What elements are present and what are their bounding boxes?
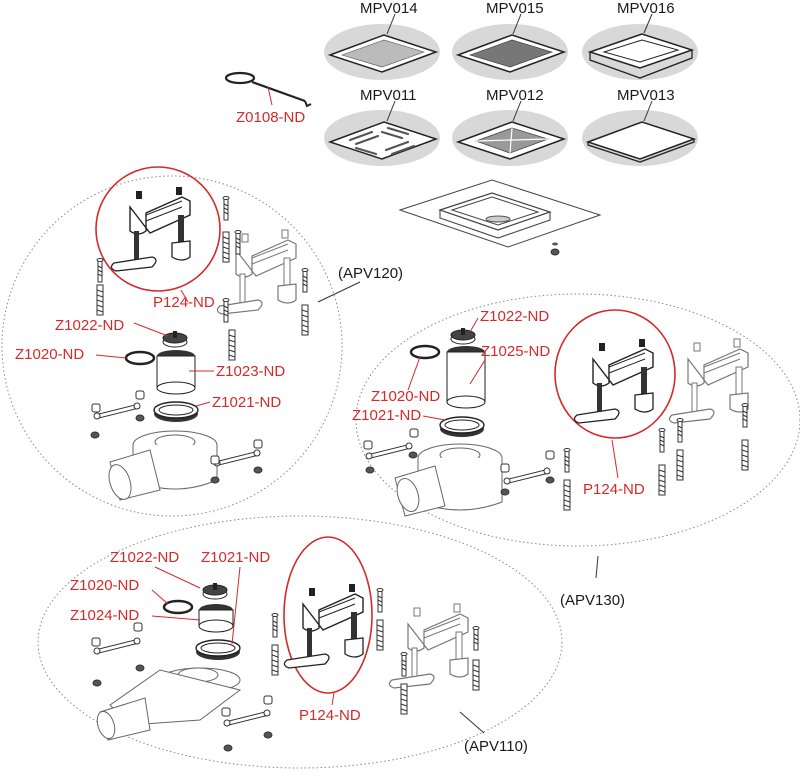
label-mpv016: MPV016 xyxy=(617,0,675,17)
cap-z1022 xyxy=(202,582,228,600)
grate-mpv015 xyxy=(452,13,568,80)
label-mpv012: MPV012 xyxy=(486,87,544,104)
group-apv120 xyxy=(1,166,361,517)
bracket-highlight-circle xyxy=(554,309,676,439)
drain-body-apv120 xyxy=(108,430,218,501)
label-apv110-cap: Z1022-ND xyxy=(110,549,179,566)
bracket-highlight-circle xyxy=(95,166,221,292)
drain-body-apv110 xyxy=(96,667,242,741)
grate-hole-pattern xyxy=(341,39,425,68)
oring-z1020 xyxy=(124,350,156,366)
group-apv110 xyxy=(37,515,563,769)
label-apv110-seal: Z1021-ND xyxy=(201,549,270,566)
label-apv120: (APV120) xyxy=(338,265,403,282)
group-apv130 xyxy=(355,293,800,579)
grate-mpv011 xyxy=(324,100,440,166)
label-apv110-oring: Z1020-ND xyxy=(70,577,139,594)
label-apv130-cap: Z1022-ND xyxy=(480,308,549,325)
label-apv130-bracket: P124-ND xyxy=(583,481,645,498)
drain-body-apv130 xyxy=(394,443,503,517)
label-key-z0108: Z0108-ND xyxy=(236,109,305,126)
bracket-p124-light xyxy=(668,338,749,424)
seal-z1021 xyxy=(195,639,241,661)
group-outline-apv110 xyxy=(37,515,563,769)
grate-plate-slots xyxy=(327,121,439,160)
group-outline-apv130 xyxy=(355,293,800,547)
bracket-p124-dark xyxy=(110,186,191,272)
label-apv130-insert: Z1025-ND xyxy=(481,343,550,360)
label-apv120-insert: Z1023-ND xyxy=(216,363,285,380)
insert-z1023 xyxy=(156,350,196,395)
insert-z1025 xyxy=(446,346,486,409)
label-apv110-insert: Z1024-ND xyxy=(70,607,139,624)
frame-inner xyxy=(450,196,540,226)
label-mpv013: MPV013 xyxy=(617,87,675,104)
bracket-p124-dark xyxy=(573,338,654,424)
label-mpv014: MPV014 xyxy=(360,0,418,17)
oring-z1020 xyxy=(162,599,194,615)
label-apv110-bracket: P124-ND xyxy=(299,707,361,724)
label-apv120-cap: Z1022-ND xyxy=(55,317,124,334)
label-apv130-oring: Z1020-ND xyxy=(371,388,440,405)
oring-z1020 xyxy=(409,344,441,360)
seal-z1021 xyxy=(439,416,485,438)
seal-z1021 xyxy=(153,401,199,423)
grate-hole-pattern xyxy=(469,39,553,68)
label-mpv011: MPV011 xyxy=(360,87,416,104)
bracket-highlight-ellipse xyxy=(283,536,373,694)
label-apv110: (APV110) xyxy=(464,738,528,755)
grate-mpv016 xyxy=(582,13,698,80)
lifting-key-part xyxy=(224,71,312,108)
label-apv120-seal: Z1021-ND xyxy=(212,394,281,411)
drain-base-frame xyxy=(398,179,602,256)
bracket-p124-light xyxy=(388,603,469,689)
cap-z1022 xyxy=(162,330,188,348)
label-apv130: (APV130) xyxy=(560,592,625,609)
label-apv130-seal: Z1021-ND xyxy=(352,407,421,424)
label-apv120-bracket: P124-ND xyxy=(153,294,215,311)
grate-mpv014 xyxy=(324,13,440,80)
key-shaft xyxy=(251,80,306,103)
insert-z1024 xyxy=(198,604,234,633)
label-mpv015: MPV015 xyxy=(486,0,544,17)
grate-mpv013 xyxy=(582,100,698,166)
bracket-p124-dark xyxy=(283,583,364,669)
label-apv120-oring: Z1020-ND xyxy=(15,346,84,363)
group-outline-apv120 xyxy=(1,175,343,517)
grate-mpv012 xyxy=(452,100,568,166)
key-ring xyxy=(224,71,256,85)
